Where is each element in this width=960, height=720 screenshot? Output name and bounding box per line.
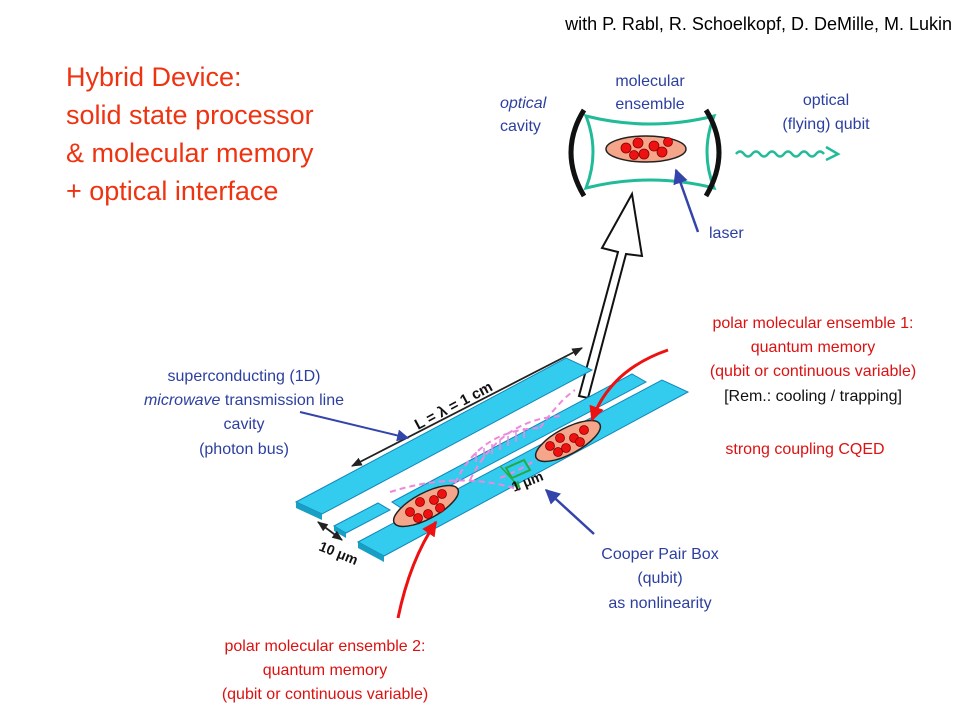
transmission-line-word: transmission line [220,392,344,409]
cooper-pair-box-label: Cooper Pair Box (qubit) as nonlinearity [601,546,718,612]
transmission-line-label-1: superconducting (1D) [168,368,321,385]
optical-cavity-label-2: cavity [500,118,541,135]
title-line-2: solid state processor [66,100,314,130]
transmission-line-label: superconducting (1D) microwave transmiss… [144,368,344,458]
ensemble-2-pointer-arrow [396,520,438,619]
laser-arrow [673,168,700,233]
width-arrow [317,521,343,541]
length-arrow [351,347,583,467]
right-mirror [703,108,722,198]
title-line-4: + optical interface [66,176,278,206]
cavity-molecules [620,137,673,160]
center-strip-left [332,502,392,534]
transmission-line-chip [294,347,690,562]
width-label: 10 μm [317,538,361,568]
flying-qubit-label-2: (flying) qubit [782,116,870,133]
ensemble-1-label-2: quantum memory [751,339,876,356]
chip-ensemble-2-molecules [405,489,447,523]
ensemble-1-remark: [Rem.: cooling / trapping] [724,388,902,405]
cooper-pair-box-label-1: Cooper Pair Box [601,546,718,563]
ensemble-1-label-3: (qubit or continuous variable) [710,363,916,380]
ensemble-1-label: polar molecular ensemble 1: quantum memo… [710,315,916,458]
molecular-ensemble-label-2: ensemble [615,96,684,113]
title-line-1: Hybrid Device: [66,62,242,92]
laser-label: laser [709,225,744,242]
strong-coupling-label: strong coupling CQED [725,441,884,458]
transmission-line-label-4: (photon bus) [199,441,289,458]
microwave-word: microwave [144,392,221,409]
cavity-mode-outline [583,113,717,191]
ensemble-2-label-1: polar molecular ensemble 2: [225,638,426,655]
cooper-pair-box-label-3: as nonlinearity [608,595,711,612]
flying-qubit-wave [735,150,825,158]
cooper-pair-box-label-2: (qubit) [637,570,682,587]
transfer-arrow [577,190,644,400]
gap-arrow [499,465,521,489]
credits-text: with P. Rabl, R. Schoelkopf, D. DeMille,… [564,14,952,34]
title-line-3: & molecular memory [66,138,314,168]
transmission-line-pointer-arrow [299,411,410,442]
flying-qubit-label-1: optical [803,92,849,109]
ensemble-1-pointer-arrow [589,348,669,422]
ensemble-1-label-1: polar molecular ensemble 1: [713,315,914,332]
cooper-pair-box-pointer-arrow [544,488,595,535]
ensemble-2-label-2: quantum memory [263,662,388,679]
ensemble-2-label: polar molecular ensemble 2: quantum memo… [222,638,428,703]
ensemble-2-label-3: (qubit or continuous variable) [222,686,428,703]
title-block: Hybrid Device: solid state processor & m… [66,62,314,206]
flying-qubit-arrowhead [825,145,841,162]
optical-cavity-label-1: optical [500,95,547,112]
optical-cavity [568,108,841,233]
transmission-line-label-2: microwave transmission line [144,392,344,409]
transmission-line-label-3: cavity [224,416,265,433]
molecular-ensemble-label-1: molecular [615,73,685,90]
left-mirror [568,108,587,198]
